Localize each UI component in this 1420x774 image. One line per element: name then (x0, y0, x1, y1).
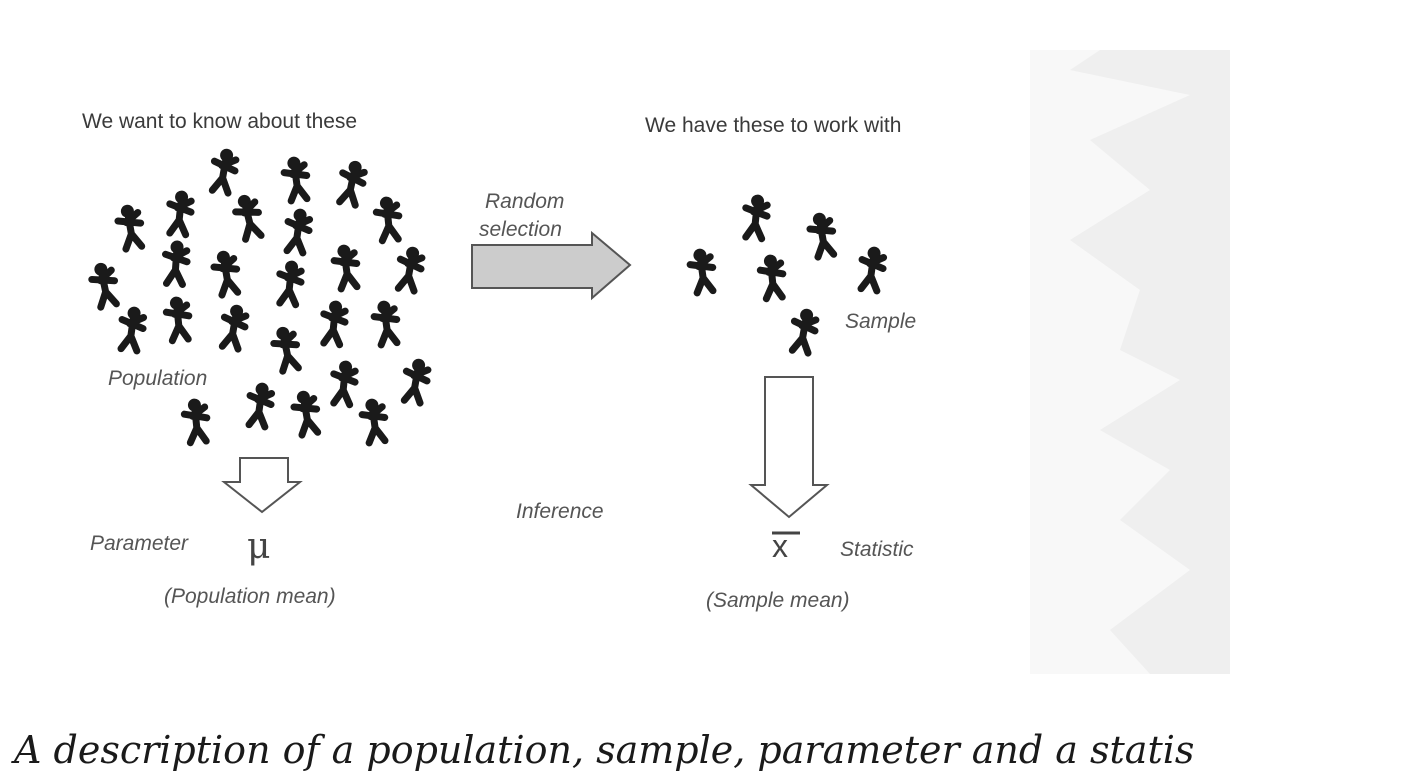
population-crowd (89, 147, 431, 443)
random-selection-arrow (471, 230, 632, 301)
person-figure (337, 159, 367, 206)
person-figure (165, 296, 191, 341)
sample-down-arrow (748, 376, 830, 519)
population-down-arrow (221, 457, 303, 514)
sample-header: We have these to work with (645, 114, 902, 137)
person-figure (212, 249, 241, 295)
person-figure (232, 193, 264, 240)
statistic-label: Statistic (840, 538, 914, 561)
person-figure (360, 398, 388, 444)
person-figure (332, 244, 360, 290)
person-figure (375, 196, 401, 241)
person-figure (284, 208, 312, 254)
person-figure (209, 147, 238, 193)
population-mean-label: (Population mean) (164, 585, 336, 608)
sample-label: Sample (845, 310, 917, 333)
person-figure (808, 211, 837, 257)
person-figure (331, 360, 357, 405)
parameter-symbol: μ (247, 526, 271, 567)
inference-label: Inference (516, 500, 604, 523)
person-figure (163, 240, 188, 284)
person-figure (292, 389, 321, 435)
sample-mean-label: (Sample mean) (706, 589, 850, 612)
person-figure (219, 303, 248, 349)
person-figure (116, 203, 145, 249)
person-figure (89, 261, 119, 308)
person-figure (789, 307, 818, 353)
side-panel (1030, 50, 1230, 674)
person-figure (183, 398, 209, 443)
person-figure (759, 254, 785, 299)
person-figure (246, 382, 274, 428)
person-figure (401, 357, 430, 403)
person-figure (321, 300, 347, 345)
parameter-label: Parameter (90, 532, 189, 555)
population-header: We want to know about these (82, 110, 358, 133)
population-label: Population (108, 367, 208, 390)
person-figure (743, 194, 769, 239)
person-figure (858, 246, 886, 292)
person-figure (688, 248, 716, 294)
random-selection-line2: selection (479, 218, 562, 241)
random-selection-line1: Random (485, 190, 565, 213)
figure-caption: A description of a population, sample, p… (14, 728, 1195, 772)
person-figure (277, 260, 303, 305)
person-figure (395, 245, 424, 291)
person-figure (372, 300, 400, 346)
person-figure (271, 325, 301, 372)
statistic-symbol: x (772, 528, 788, 564)
person-figure (282, 156, 310, 202)
person-figure (118, 306, 146, 352)
person-figure (167, 190, 193, 235)
